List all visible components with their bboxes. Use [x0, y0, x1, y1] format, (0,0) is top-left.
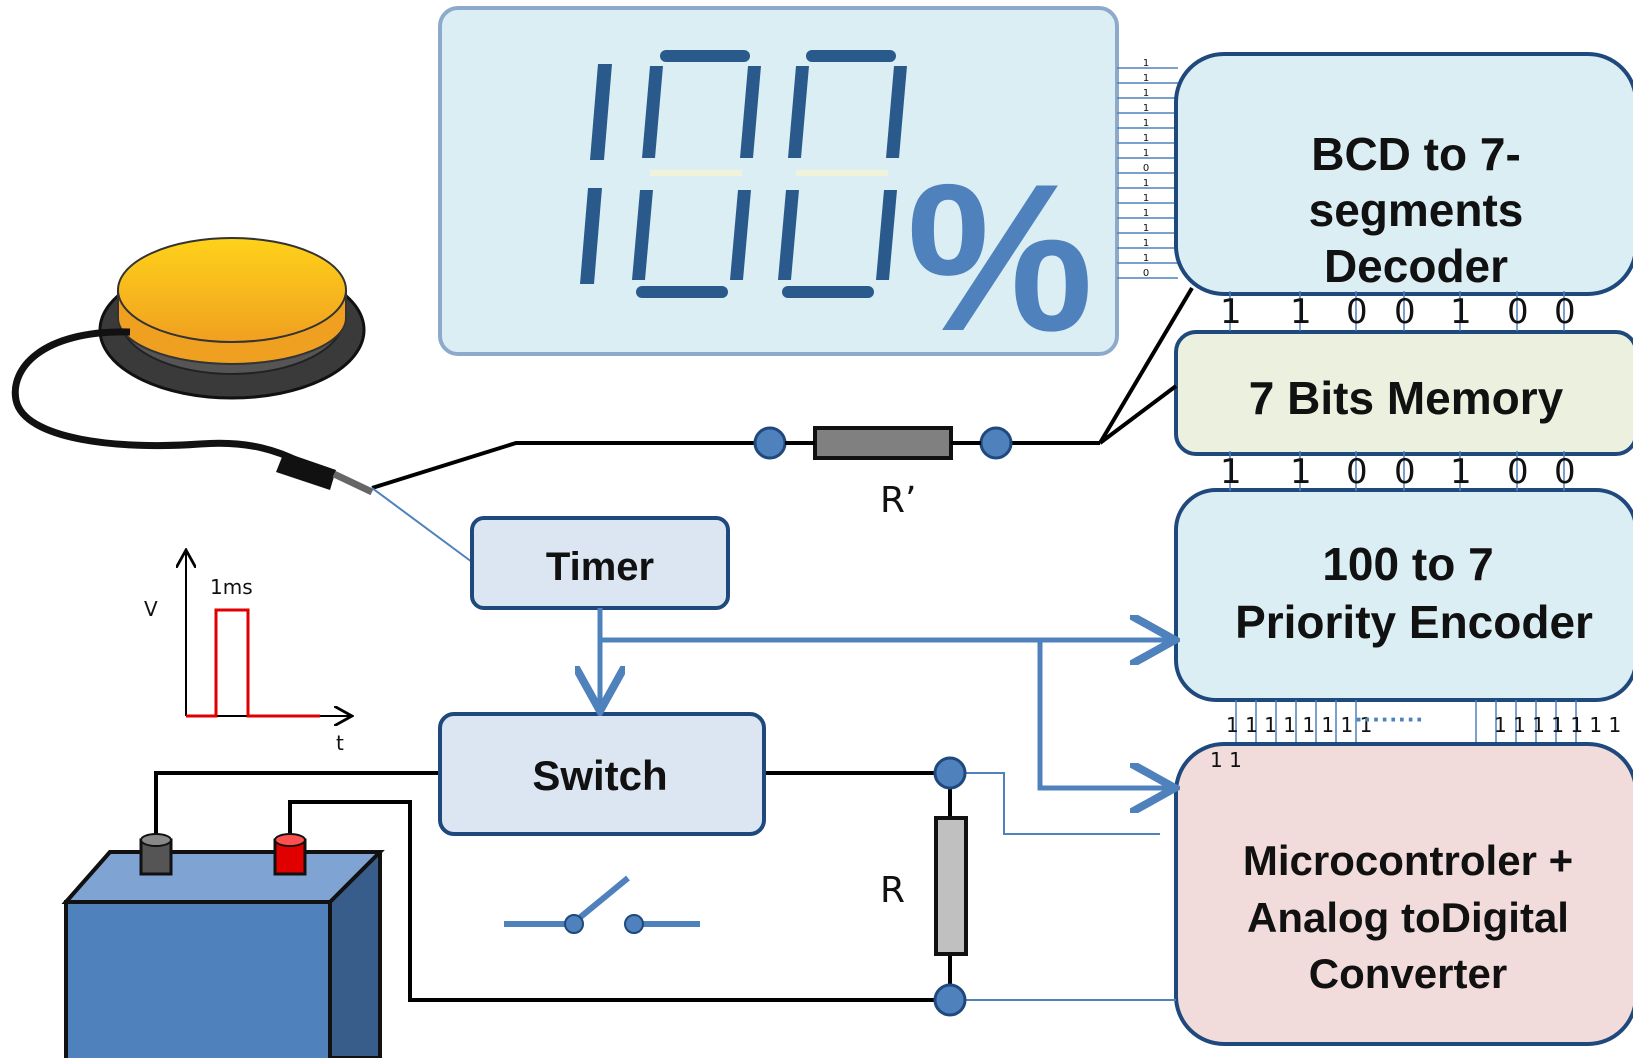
bcd-decoder-block: BCD to 7- segments Decoder: [1174, 52, 1633, 296]
pulse-v-label: V: [144, 597, 158, 621]
micro-label-line3: Converter: [1309, 950, 1507, 997]
bit-value: 0: [1507, 452, 1529, 492]
encoder-label-line1: 100 to 7: [1322, 538, 1493, 590]
lcd-bus-bit: 0: [1143, 268, 1149, 279]
bit-value: 0: [1346, 452, 1368, 492]
battery-negative-terminal: [139, 833, 173, 876]
decoder-label-line2: segments: [1309, 184, 1524, 236]
encoder-bits-right: 1 1 1 1 1 1 1: [1494, 713, 1621, 737]
lcd-bus: 1 1 1 1 1 1 1 0 1 1 1 1 1 1 0: [1117, 58, 1178, 279]
lcd-bus-bit: 1: [1143, 148, 1149, 159]
push-button-device: [11, 237, 374, 496]
lcd-bus-bit: 1: [1143, 88, 1149, 99]
memory-block: 7 Bits Memory: [1174, 330, 1633, 456]
priority-encoder-block: 100 to 7 Priority Encoder: [1174, 488, 1633, 702]
lcd-bus-bit: 1: [1143, 58, 1149, 69]
lcd-bus-bit: 1: [1143, 73, 1149, 84]
battery-positive-terminal: [273, 833, 307, 876]
pulse-width-label: 1ms: [210, 575, 253, 599]
timer-arrows: [600, 608, 1170, 788]
lcd-bus-bit: 1: [1143, 103, 1149, 114]
switch-block: Switch: [438, 712, 766, 836]
bit-value: 1: [1220, 292, 1242, 332]
encoder-input-bus: 1 1 1 1 1 1 1 1 ········ 1 1 1 1 1 1 1 1…: [1210, 700, 1621, 772]
signal-lines: [371, 487, 1176, 1001]
micro-label-line2: Analog toDigital: [1247, 894, 1569, 941]
microcontroller-block: Microcontroler + Analog toDigital Conver…: [1174, 742, 1633, 1046]
lcd-bus-bit: 1: [1143, 208, 1149, 219]
bit-value: 1: [1450, 452, 1472, 492]
lcd-bus-bit: 1: [1143, 118, 1149, 129]
resistor-r: R: [880, 756, 968, 1017]
encoder-bits-left: 1 1 1 1 1 1 1 1: [1226, 713, 1372, 737]
bit-value: 0: [1394, 452, 1416, 492]
bit-value: 1: [1220, 452, 1242, 492]
pulse-t-label: t: [336, 731, 344, 755]
lcd-bus-bit: 1: [1143, 253, 1149, 264]
switch-label: Switch: [532, 752, 667, 799]
timer-block: Timer: [470, 516, 730, 610]
micro-label-line1: Microcontroler +: [1243, 837, 1573, 884]
lcd-percent-sign: %: [907, 140, 1094, 375]
lcd-bus-bit: 1: [1143, 223, 1149, 234]
lcd-bus-bit: 0: [1143, 163, 1149, 174]
bit-value: 1: [1290, 292, 1312, 332]
decoder-label-line1: BCD to 7-: [1311, 128, 1521, 180]
switch-symbol: [504, 875, 700, 934]
resistor-r-prime: R’: [753, 426, 1013, 521]
lcd-bus-bit: 1: [1143, 178, 1149, 189]
encoder-label-line2: Priority Encoder: [1235, 596, 1593, 648]
encoder-bits-dots: ········: [1355, 704, 1424, 734]
lcd-bus-bit: 1: [1143, 133, 1149, 144]
bit-value: 0: [1394, 292, 1416, 332]
bit-value: 1: [1450, 292, 1472, 332]
bit-value: 0: [1346, 292, 1368, 332]
bit-value: 1: [1290, 452, 1312, 492]
bit-value: 0: [1554, 292, 1576, 332]
lcd-bus-bit: 1: [1143, 193, 1149, 204]
decoder-label-line3: Decoder: [1324, 240, 1508, 292]
r-prime-label: R’: [880, 480, 916, 521]
timer-label: Timer: [546, 545, 654, 589]
bit-value: 0: [1507, 292, 1529, 332]
r-label: R: [880, 870, 905, 911]
lcd-bus-bit: 1: [1143, 238, 1149, 249]
lcd-digits: [580, 50, 907, 298]
bit-value: 0: [1554, 452, 1576, 492]
wires: [154, 286, 1194, 1002]
memory-label: 7 Bits Memory: [1249, 372, 1564, 424]
encoder-bits-wrap: 1 1: [1210, 748, 1242, 772]
lcd-display: %: [438, 6, 1119, 375]
battery: [61, 833, 385, 1063]
pulse-graph: V t 1ms: [144, 552, 350, 755]
